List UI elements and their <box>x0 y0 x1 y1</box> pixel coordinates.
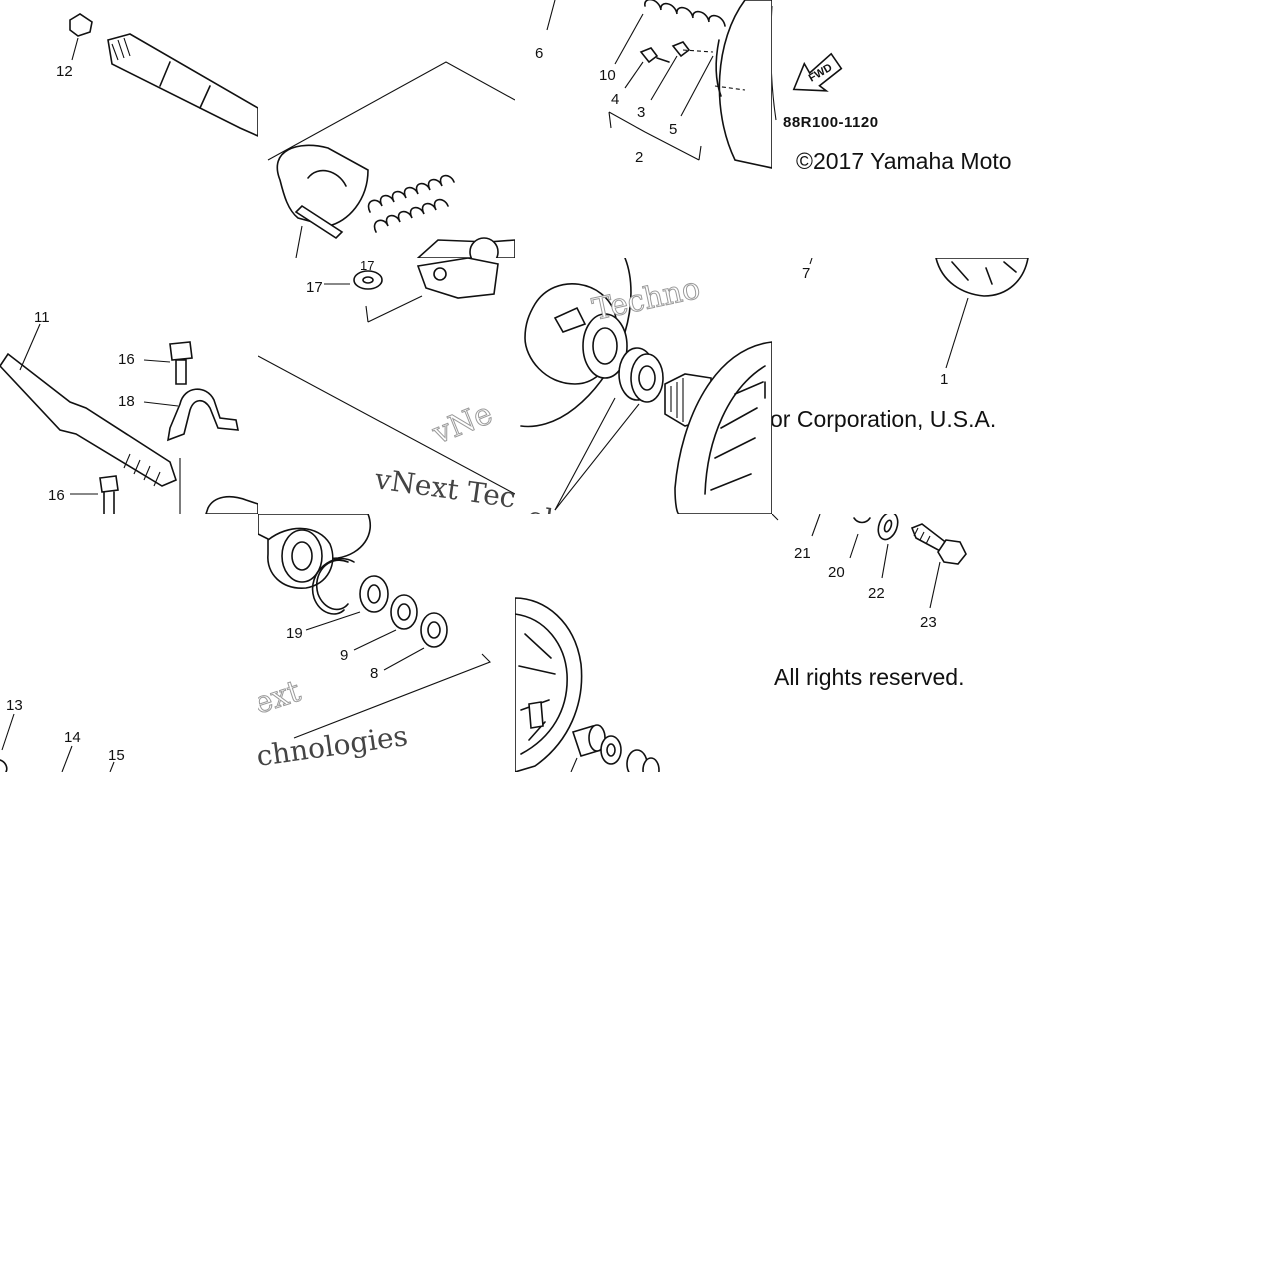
label-16a: 16 <box>118 351 135 368</box>
collar <box>571 724 606 757</box>
copyright-line-2: or Corporation, U.S.A. <box>772 406 997 432</box>
washer-pair <box>600 735 660 772</box>
watermark-a: vNext Tec <box>372 462 515 514</box>
watermark-d: ext <box>258 674 305 722</box>
label-5: 5 <box>669 121 677 138</box>
bracket-base <box>416 258 499 299</box>
copyright-line-3: All rights reserved. <box>774 664 965 690</box>
spring-bracket <box>416 237 515 258</box>
label-10: 10 <box>599 67 616 84</box>
label-11: 11 <box>34 309 50 326</box>
bearing-cover <box>258 514 372 589</box>
label-17: 17 <box>306 279 323 296</box>
label-18: 18 <box>118 393 135 410</box>
tile-shaft-11: 11 16 18 16 <box>0 258 258 514</box>
label-1: 1 <box>940 371 948 388</box>
tile-shaft-end: 12 <box>0 0 258 258</box>
drive-shaft-lower <box>0 352 177 487</box>
bolt-23 <box>910 523 967 565</box>
bearing-pair <box>618 347 664 403</box>
diagram-code: 88R100-1120 <box>783 114 879 131</box>
tile-washers: 19 9 8 ext chnologies <box>258 514 515 772</box>
washer-8 <box>420 612 448 648</box>
spring-coils-10 <box>644 0 726 27</box>
tile-info: FWD 88R100-1120 ©2017 Yamaha Moto <box>772 0 1029 180</box>
tile-clutch-middle: Techno ologies <box>515 258 772 514</box>
tile-bolt-23: 21 20 22 23 All rights reserved. <box>772 514 1029 690</box>
bolt-16-upper <box>169 341 193 385</box>
label-21: 21 <box>794 545 811 562</box>
label-2: 2 <box>635 149 643 166</box>
tile-yoke-spring <box>258 0 515 258</box>
watermark-b: Techno <box>589 271 703 328</box>
tile-part-1: 1 7 or Corporation, U.S.A. <box>772 258 1029 514</box>
label-22: 22 <box>868 585 885 602</box>
drive-shaft-upper <box>107 33 258 137</box>
label-23: 23 <box>920 614 937 631</box>
tile-small-parts: 13 14 15 <box>0 514 258 772</box>
washer-22 <box>877 514 899 541</box>
coil-spring <box>367 174 455 233</box>
watermark-f: vNe <box>427 396 498 452</box>
washer-17 <box>353 270 383 290</box>
label-16b: 16 <box>48 487 65 504</box>
washer-9 <box>390 594 418 630</box>
label-15: 15 <box>108 747 125 764</box>
label-19: 19 <box>286 625 303 642</box>
label-13: 13 <box>6 697 23 714</box>
wheel-part-1 <box>935 258 1029 297</box>
label-9: 9 <box>340 647 348 664</box>
circlip-19 <box>311 557 355 615</box>
tile-wheel-lower <box>515 514 772 772</box>
washer-20 <box>853 517 871 524</box>
yoke <box>276 144 369 240</box>
label-4: 4 <box>611 91 619 108</box>
washer-9a <box>359 575 389 613</box>
spoked-wheel-lower <box>515 597 583 772</box>
fwd-arrow-icon: FWD <box>792 52 843 92</box>
watermark-c: ologies <box>525 500 629 514</box>
label-12: 12 <box>56 63 73 80</box>
copyright-line-1: ©2017 Yamaha Moto <box>796 148 1012 174</box>
label-3: 3 <box>637 104 645 121</box>
bolt-4 <box>639 47 670 64</box>
label-6: 6 <box>535 45 543 62</box>
label-7: 7 <box>802 265 810 282</box>
watermark-e: chnologies <box>258 719 410 772</box>
sheave-disc <box>715 0 772 169</box>
clamp-18 <box>166 388 239 442</box>
plug-3 <box>671 41 691 58</box>
clutch-housing <box>520 258 632 428</box>
bolt-16-lower <box>99 475 119 514</box>
label-14: 14 <box>64 729 81 746</box>
tile-bracket-17: 17 17 vNext Tec vNe <box>258 258 515 514</box>
label-17-top: 17 <box>360 258 374 273</box>
label-8: 8 <box>370 665 378 682</box>
spoked-wheel <box>674 341 772 514</box>
bushing-12 <box>69 13 93 37</box>
tile-clutch-top: 6 10 4 3 5 2 <box>515 0 772 170</box>
label-20: 20 <box>828 564 845 581</box>
